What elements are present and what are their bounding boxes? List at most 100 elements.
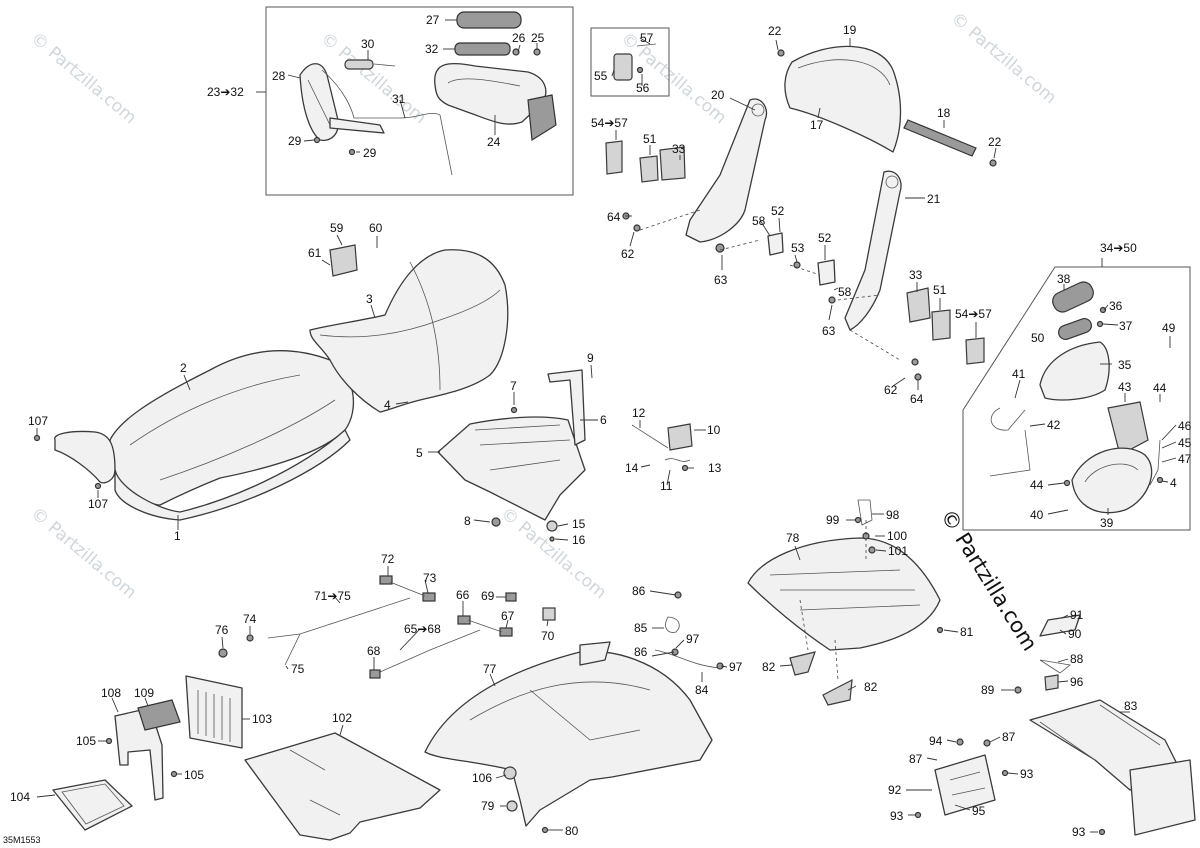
callout-label: 95 <box>972 804 986 818</box>
callout-label: 33 <box>672 142 686 156</box>
callout-label: 11 <box>660 479 673 493</box>
callout-label: 84 <box>695 683 709 697</box>
callout-label: 51 <box>933 283 947 297</box>
callout-label: 71➔75 <box>314 589 351 603</box>
callout-label: 20 <box>711 88 725 102</box>
callout-label: 89 <box>981 683 995 697</box>
callout-label: 7 <box>510 379 517 393</box>
callout-label: 52 <box>818 231 832 245</box>
callout-label: 63 <box>822 324 836 338</box>
callout-label: 83 <box>1124 699 1138 713</box>
callout-label: 15 <box>572 517 586 531</box>
callout-label: 70 <box>541 629 555 643</box>
callout-label: 23➔32 <box>207 85 244 99</box>
callout-label: 85 <box>634 621 648 635</box>
callout-label: 5 <box>416 446 423 460</box>
callout-label: 58 <box>752 214 766 228</box>
callout-label: 27 <box>426 13 440 27</box>
callout-label: 35 <box>1118 358 1132 372</box>
watermark-faint: © Partzilla.com <box>27 29 140 129</box>
callout-label: 69 <box>481 589 495 603</box>
callout-label: 16 <box>572 533 586 547</box>
callout-label: 4 <box>384 398 391 412</box>
seat-assembly <box>33 244 509 521</box>
callout-label: 104 <box>10 790 30 804</box>
callout-label: 87 <box>909 752 923 766</box>
dash-lines <box>639 209 901 361</box>
callout-label: 54➔57 <box>591 116 628 130</box>
callout-label: 56 <box>636 81 650 95</box>
backrest-arms <box>605 98 985 381</box>
storage-tray <box>437 369 693 542</box>
callout-label: 94 <box>929 734 943 748</box>
callout-label: 96 <box>1070 675 1084 689</box>
watermark-faint: © Partzilla.com <box>947 9 1060 109</box>
callout-label: 108 <box>101 686 121 700</box>
subassembly-frame-34-50 <box>962 266 1191 531</box>
callout-label: 31 <box>392 92 406 106</box>
rear-fender <box>424 591 724 834</box>
callout-label: 107 <box>88 497 108 511</box>
callout-label: 43 <box>1118 380 1132 394</box>
callout-label: 62 <box>884 383 898 397</box>
callout-label: 107 <box>28 414 48 428</box>
callout-label: 88 <box>1070 652 1084 666</box>
callout-label: 47 <box>1178 452 1192 466</box>
drawing-number: 35M1553 <box>3 835 41 845</box>
callout-label: 67 <box>501 609 515 623</box>
callout-label: 49 <box>1162 321 1176 335</box>
callout-label: 19 <box>843 23 857 37</box>
callout-label: 55 <box>594 69 608 83</box>
callout-label: 8 <box>464 514 471 528</box>
callout-label: 1 <box>174 529 181 543</box>
callout-label: 40 <box>1030 508 1044 522</box>
callout-label: 21 <box>927 192 941 206</box>
callout-label: 109 <box>134 686 154 700</box>
callout-label: 62 <box>621 247 635 261</box>
callout-label: 29 <box>363 146 377 160</box>
callout-label: 86 <box>634 645 648 659</box>
callout-label: 6 <box>600 413 607 427</box>
callout-label: 10 <box>707 423 721 437</box>
callout-label: 12 <box>632 406 646 420</box>
callout-label: 32 <box>425 42 439 56</box>
backrest-shell <box>777 45 997 167</box>
callout-label: 50 <box>1031 331 1045 345</box>
callout-label: 25 <box>531 31 545 45</box>
callout-label: 72 <box>381 552 395 566</box>
callout-label: 60 <box>369 221 383 235</box>
callout-label: 66 <box>456 588 470 602</box>
callout-label: 44 <box>1153 381 1167 395</box>
callout-label: 2 <box>180 361 187 375</box>
callout-label: 80 <box>565 824 579 838</box>
callout-label: 100 <box>887 529 907 543</box>
callout-label: 22 <box>768 24 782 38</box>
callout-label: 59 <box>330 221 344 235</box>
callout-label: 82 <box>762 660 776 674</box>
callout-label: 3 <box>366 292 373 306</box>
callout-label: 14 <box>625 461 639 475</box>
callout-label: 24 <box>487 135 501 149</box>
callout-label: 97 <box>729 660 743 674</box>
callout-label: 81 <box>960 625 974 639</box>
callout-label: 65➔68 <box>404 622 441 636</box>
callout-label: 75 <box>291 662 305 676</box>
callout-label: 33 <box>909 268 923 282</box>
callout-label: 82 <box>864 680 878 694</box>
callout-label: 45 <box>1178 436 1192 450</box>
wire-harnesses <box>218 575 556 679</box>
callout-label: 90 <box>1068 627 1082 641</box>
callout-label: 54➔57 <box>955 307 992 321</box>
callout-label: 52 <box>771 204 785 218</box>
callout-label: 29 <box>288 134 302 148</box>
watermark-faint: © Partzilla.com <box>497 504 610 604</box>
callout-label: 37 <box>1119 319 1133 333</box>
subassembly-frame-23-32 <box>265 6 574 196</box>
callout-label: 106 <box>472 771 492 785</box>
callout-label: 26 <box>512 31 526 45</box>
callout-label: 30 <box>361 37 375 51</box>
rack-assembly <box>914 614 1196 836</box>
watermark-faint: © Partzilla.com <box>27 504 140 604</box>
callout-label: 68 <box>367 644 381 658</box>
callout-label: 92 <box>888 783 902 797</box>
